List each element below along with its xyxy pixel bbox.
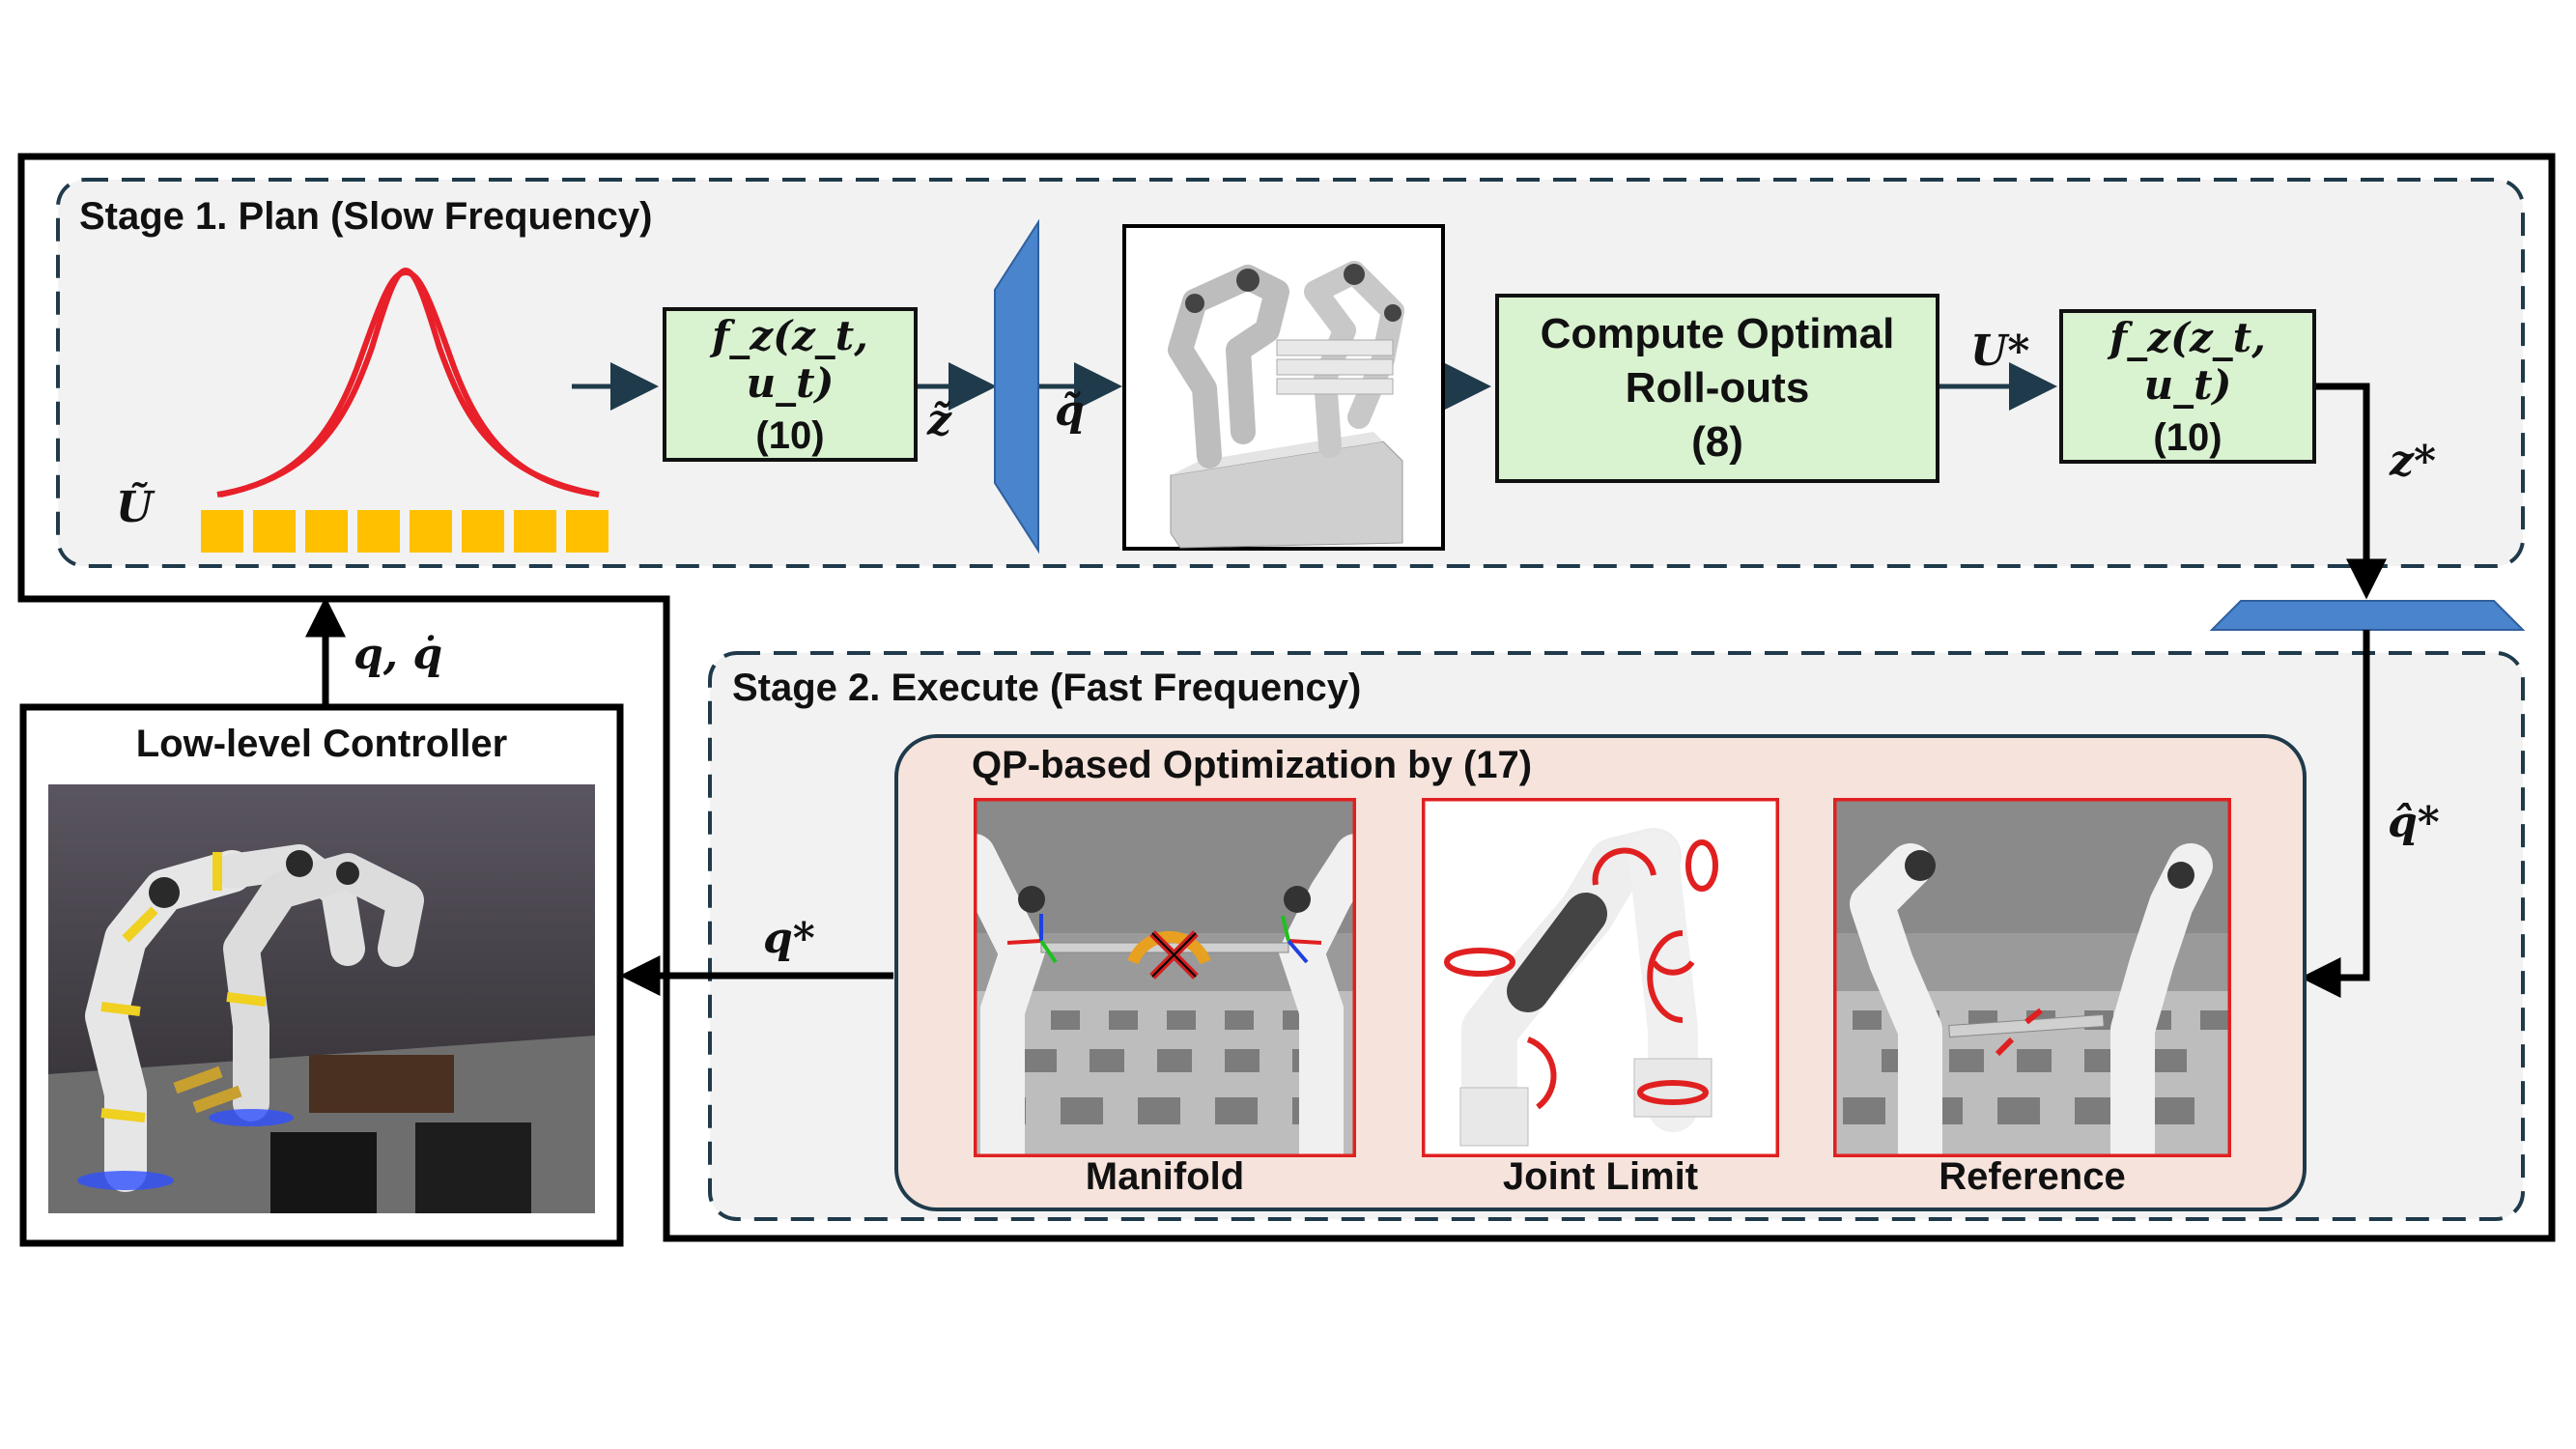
dynamics-box-1: f_z(z_t, u_t) (10) bbox=[663, 307, 918, 462]
reference-label: Reference bbox=[1939, 1155, 2126, 1198]
q-qdot-label: q, q̇ bbox=[354, 630, 443, 679]
outer-frame bbox=[17, 153, 2556, 1242]
q-star-label: q* bbox=[763, 914, 815, 963]
z-star-label: z* bbox=[2390, 437, 2436, 486]
qp-title: QP-based Optimization by (17) bbox=[972, 744, 1533, 786]
stage2-title: Stage 2. Execute (Fast Frequency) bbox=[732, 667, 1362, 709]
u-tilde-label: Ũ bbox=[116, 483, 154, 532]
decoder-block-horizontal bbox=[2209, 600, 2526, 631]
dynamics-formula-1: f_z(z_t, u_t) bbox=[712, 311, 868, 407]
optimal-rollouts-box: Compute Optimal Roll-outs (8) bbox=[1495, 294, 1939, 483]
simulation-robot-image bbox=[1122, 224, 1445, 551]
arrow-qhatstar bbox=[2300, 630, 2370, 998]
z-tilde-label: z̃ bbox=[927, 396, 951, 445]
u-star-label: U* bbox=[1970, 327, 2030, 376]
q-hat-star-label: q̂* bbox=[2388, 798, 2440, 847]
q-tilde-label: q̃ bbox=[1055, 386, 1085, 436]
optimal-line1: Compute Optimal bbox=[1540, 310, 1895, 357]
manifold-label: Manifold bbox=[1085, 1155, 1245, 1198]
joint-limit-panel-image bbox=[1422, 798, 1779, 1157]
decoder-block-vertical bbox=[994, 218, 1039, 554]
dynamics-formula-2: f_z(z_t, u_t) bbox=[2109, 313, 2266, 409]
joint-limit-label: Joint Limit bbox=[1502, 1155, 1699, 1198]
manifold-panel-image bbox=[974, 798, 1356, 1157]
arrow-zstar bbox=[2316, 383, 2387, 600]
low-level-title: Low-level Controller bbox=[135, 723, 508, 765]
dynamics-ref-2: (10) bbox=[2153, 415, 2222, 459]
real-robot-photo bbox=[48, 784, 595, 1213]
reference-panel-image bbox=[1833, 798, 2231, 1157]
gaussian-curve-main bbox=[216, 269, 600, 497]
sample-squares bbox=[201, 510, 609, 553]
dynamics-ref-1: (10) bbox=[755, 413, 825, 457]
optimal-ref: (8) bbox=[1691, 418, 1743, 466]
optimal-line2: Roll-outs bbox=[1625, 364, 1810, 412]
stage1-title: Stage 1. Plan (Slow Frequency) bbox=[79, 195, 653, 238]
dynamics-box-2: f_z(z_t, u_t) (10) bbox=[2059, 309, 2316, 464]
